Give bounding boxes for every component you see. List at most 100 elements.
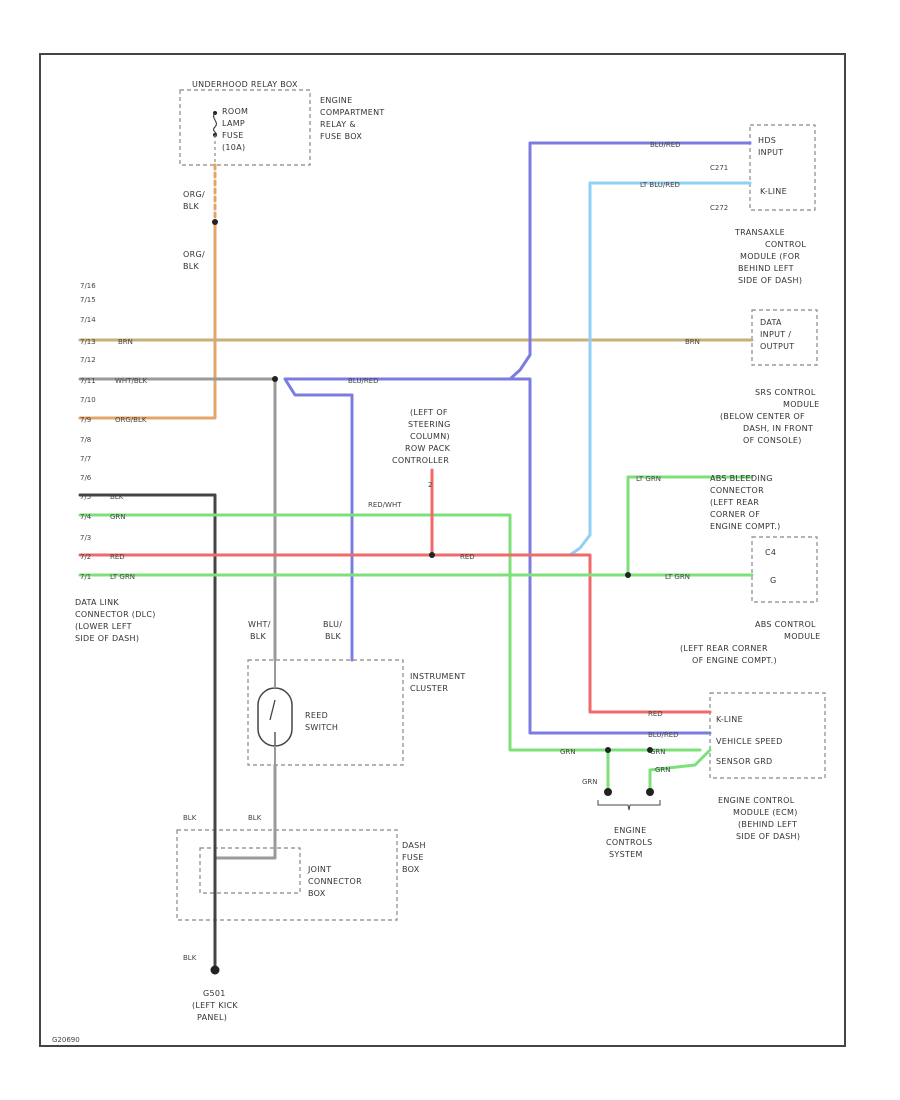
- c271-label: C271: [710, 164, 728, 172]
- wire-label-org-blk-2: ORG/ BLK: [183, 250, 205, 271]
- svg-text:BOX: BOX: [402, 865, 420, 874]
- svg-text:CORNER OF: CORNER OF: [710, 510, 760, 519]
- svg-text:SIDE OF DASH): SIDE OF DASH): [738, 276, 802, 285]
- svg-text:CONTROL: CONTROL: [765, 240, 806, 249]
- wire-lt-blu-red: [568, 181, 752, 557]
- wire-label-red-ecm: RED: [648, 710, 663, 718]
- wire-label-red-wht: RED/WHT: [368, 501, 402, 509]
- svg-text:DASH, IN FRONT: DASH, IN FRONT: [743, 424, 813, 433]
- abs-bleed-connector-box: [751, 536, 818, 603]
- svg-text:DASH: DASH: [402, 841, 426, 850]
- svg-text:MODULE: MODULE: [783, 400, 820, 409]
- joint-connector-label: JOINT CONNECTOR BOX: [307, 865, 362, 898]
- svg-text:BLK: BLK: [183, 202, 200, 211]
- ecm-label: ENGINE CONTROL MODULE (ECM) (BEHIND LEFT…: [718, 796, 800, 841]
- wire-grn: [78, 513, 702, 752]
- svg-text:INSTRUMENT: INSTRUMENT: [410, 672, 466, 681]
- steering-controller-pin: 2: [428, 481, 432, 489]
- hds-input-label: HDS INPUT: [758, 136, 783, 157]
- svg-text:DATA: DATA: [760, 318, 782, 327]
- svg-text:BLU/: BLU/: [323, 620, 342, 629]
- dlc-pin-labels: 7/16 7/15 7/14 7/13 7/12 7/11 7/10 7/9 7…: [80, 282, 96, 581]
- wire-label-grn-dlc: GRN: [110, 513, 126, 521]
- wire-label-org-blk-1: ORG/ BLK: [183, 190, 205, 211]
- wire-label-blk-dlc: BLK: [110, 493, 124, 501]
- wire-label-grn-ecm-2: GRN: [650, 748, 666, 756]
- fuse-symbol: [212, 112, 218, 136]
- ecm-connector-box: [709, 692, 826, 779]
- wire-label-red-dlc: RED: [110, 553, 125, 561]
- svg-text:COLUMN): COLUMN): [410, 432, 450, 441]
- svg-text:SYSTEM: SYSTEM: [609, 850, 643, 859]
- wire-label-blu-red-mid: BLU/RED: [348, 377, 379, 385]
- splice-grn-1: [605, 747, 611, 753]
- svg-text:SRS CONTROL: SRS CONTROL: [755, 388, 816, 397]
- wire-label-blk-dash-1: BLK: [183, 814, 197, 822]
- tcm-label: TRANSAXLE CONTROL MODULE (FOR BEHIND LEF…: [734, 228, 806, 285]
- svg-text:ORG/: ORG/: [183, 250, 205, 259]
- wire-label-lt-grn-right: LT GRN: [665, 573, 690, 581]
- svg-text:7/13: 7/13: [80, 338, 96, 346]
- svg-text:COMPARTMENT: COMPARTMENT: [320, 108, 385, 117]
- splice-lt-grn: [625, 572, 631, 578]
- svg-text:VEHICLE SPEED: VEHICLE SPEED: [716, 737, 783, 746]
- svg-text:RELAY &: RELAY &: [320, 120, 356, 129]
- svg-text:7/11: 7/11: [80, 377, 96, 385]
- svg-text:7/12: 7/12: [80, 356, 96, 364]
- svg-text:CONNECTOR: CONNECTOR: [710, 486, 764, 495]
- wire-label-brn: BRN: [118, 338, 133, 346]
- svg-text:MODULE (FOR: MODULE (FOR: [740, 252, 800, 261]
- ground-terminal: [210, 965, 220, 975]
- wire-label-org-blk: ORG/BLK: [115, 416, 147, 424]
- svg-text:BLK: BLK: [250, 632, 267, 641]
- engine-controls-label: ENGINE CONTROLS SYSTEM: [606, 826, 652, 859]
- wire-label-blu-red-ecm: BLU/RED: [648, 731, 679, 739]
- svg-text:BLK: BLK: [183, 262, 200, 271]
- wire-label-blk-ground: BLK: [183, 954, 197, 962]
- dash-fuse-box: [176, 829, 398, 921]
- svg-text:7/1: 7/1: [80, 573, 91, 581]
- svg-text:7/8: 7/8: [80, 436, 91, 444]
- wire-org-blk: [78, 220, 217, 420]
- svg-text:7/5: 7/5: [80, 493, 91, 501]
- svg-text:MODULE (ECM): MODULE (ECM): [733, 808, 798, 817]
- svg-text:K-LINE: K-LINE: [716, 715, 743, 724]
- svg-text:BEHIND LEFT: BEHIND LEFT: [738, 264, 794, 273]
- svg-text:(BELOW CENTER OF: (BELOW CENTER OF: [720, 412, 805, 421]
- svg-text:DATA LINK: DATA LINK: [75, 598, 119, 607]
- svg-text:MODULE: MODULE: [784, 632, 821, 641]
- srs-label: SRS CONTROL MODULE (BELOW CENTER OF DASH…: [720, 388, 820, 445]
- splice-grn-2: [647, 747, 653, 753]
- svg-text:BOX: BOX: [308, 889, 326, 898]
- svg-text:SIDE OF DASH): SIDE OF DASH): [75, 634, 139, 643]
- engine-compartment-label: ENGINE COMPARTMENT RELAY & FUSE BOX: [320, 96, 385, 141]
- svg-text:CONNECTOR (DLC): CONNECTOR (DLC): [75, 610, 156, 619]
- wire-label-grn-ecm-4: GRN: [655, 766, 671, 774]
- svg-text:ENGINE CONTROL: ENGINE CONTROL: [718, 796, 795, 805]
- joint-connector-box: [199, 847, 301, 894]
- svg-text:7/3: 7/3: [80, 534, 91, 542]
- svg-text:OUTPUT: OUTPUT: [760, 342, 794, 351]
- dlc-label: DATA LINK CONNECTOR (DLC) (LOWER LEFT SI…: [75, 598, 156, 643]
- svg-text:ROOM: ROOM: [222, 107, 248, 116]
- svg-text:(10A): (10A): [222, 143, 245, 152]
- wire-label-grn-ecm-1: GRN: [560, 748, 576, 756]
- svg-text:ENGINE: ENGINE: [614, 826, 646, 835]
- svg-text:7/10: 7/10: [80, 396, 96, 404]
- svg-text:7/16: 7/16: [80, 282, 96, 290]
- svg-text:7/14: 7/14: [80, 316, 96, 324]
- fuse-box-header: UNDERHOOD RELAY BOX: [192, 80, 298, 89]
- svg-text:SENSOR GRD: SENSOR GRD: [716, 757, 773, 766]
- svg-text:JOINT: JOINT: [307, 865, 331, 874]
- svg-text:ABS CONTROL: ABS CONTROL: [755, 620, 816, 629]
- wire-label-wht-blk-top: WHT/ BLK: [248, 620, 270, 641]
- wire-label-blu-blk-top: BLU/ BLK: [323, 620, 342, 641]
- wire-label-wht-blk: WHT/BLK: [115, 377, 148, 385]
- svg-text:(LOWER LEFT: (LOWER LEFT: [75, 622, 132, 631]
- splice-wht-blk: [272, 376, 278, 382]
- wire-wht-blk-lower: [213, 763, 277, 860]
- wire-lt-grn-abs: [626, 475, 754, 577]
- svg-text:7/2: 7/2: [80, 553, 91, 561]
- abs-bleed-label: ABS BLEEDING CONNECTOR (LEFT REAR CORNER…: [710, 474, 780, 531]
